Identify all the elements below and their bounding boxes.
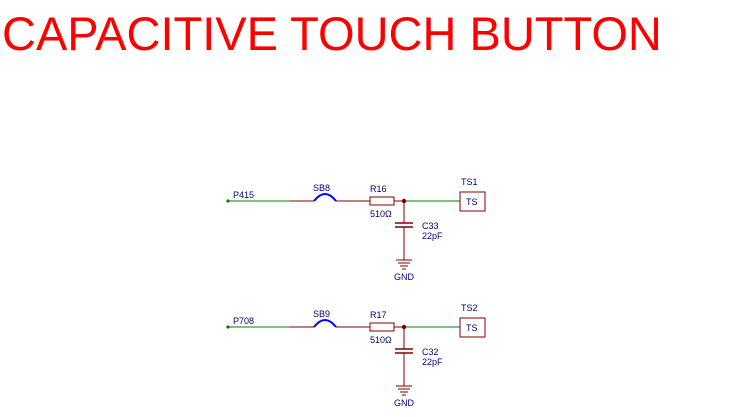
jumper-ref: SB8 [313, 183, 330, 193]
capacitor-value: 22pF [422, 357, 443, 367]
resistor-ref: R16 [370, 184, 387, 194]
capacitor-value: 22pF [422, 231, 443, 241]
touch-sensor-symbol [459, 317, 486, 338]
net-label: P708 [233, 316, 254, 326]
solder-bridge-symbol [313, 193, 337, 202]
net-label: P415 [233, 190, 254, 200]
resistor-symbol [369, 322, 395, 332]
resistor-ref: R17 [370, 310, 387, 320]
page-title: CAPACITIVE TOUCH BUTTON [2, 7, 662, 60]
ground-label: GND [394, 272, 415, 282]
touch-sensor-label: TS [466, 323, 478, 333]
touch-sensor-ref: TS1 [461, 177, 478, 187]
jumper-ref: SB9 [313, 309, 330, 319]
touch-sensor-label: TS [466, 197, 478, 207]
capacitor-ref: C33 [422, 221, 439, 231]
resistor-value: 510Ω [370, 209, 392, 219]
solder-bridge-symbol [313, 319, 337, 328]
touch-sensor-ref: TS2 [461, 303, 478, 313]
resistor-value: 510Ω [370, 335, 392, 345]
touch-sensor-symbol [459, 191, 486, 212]
capacitor-ref: C32 [422, 347, 439, 357]
resistor-symbol [369, 196, 395, 206]
ground-label: GND [394, 398, 415, 408]
